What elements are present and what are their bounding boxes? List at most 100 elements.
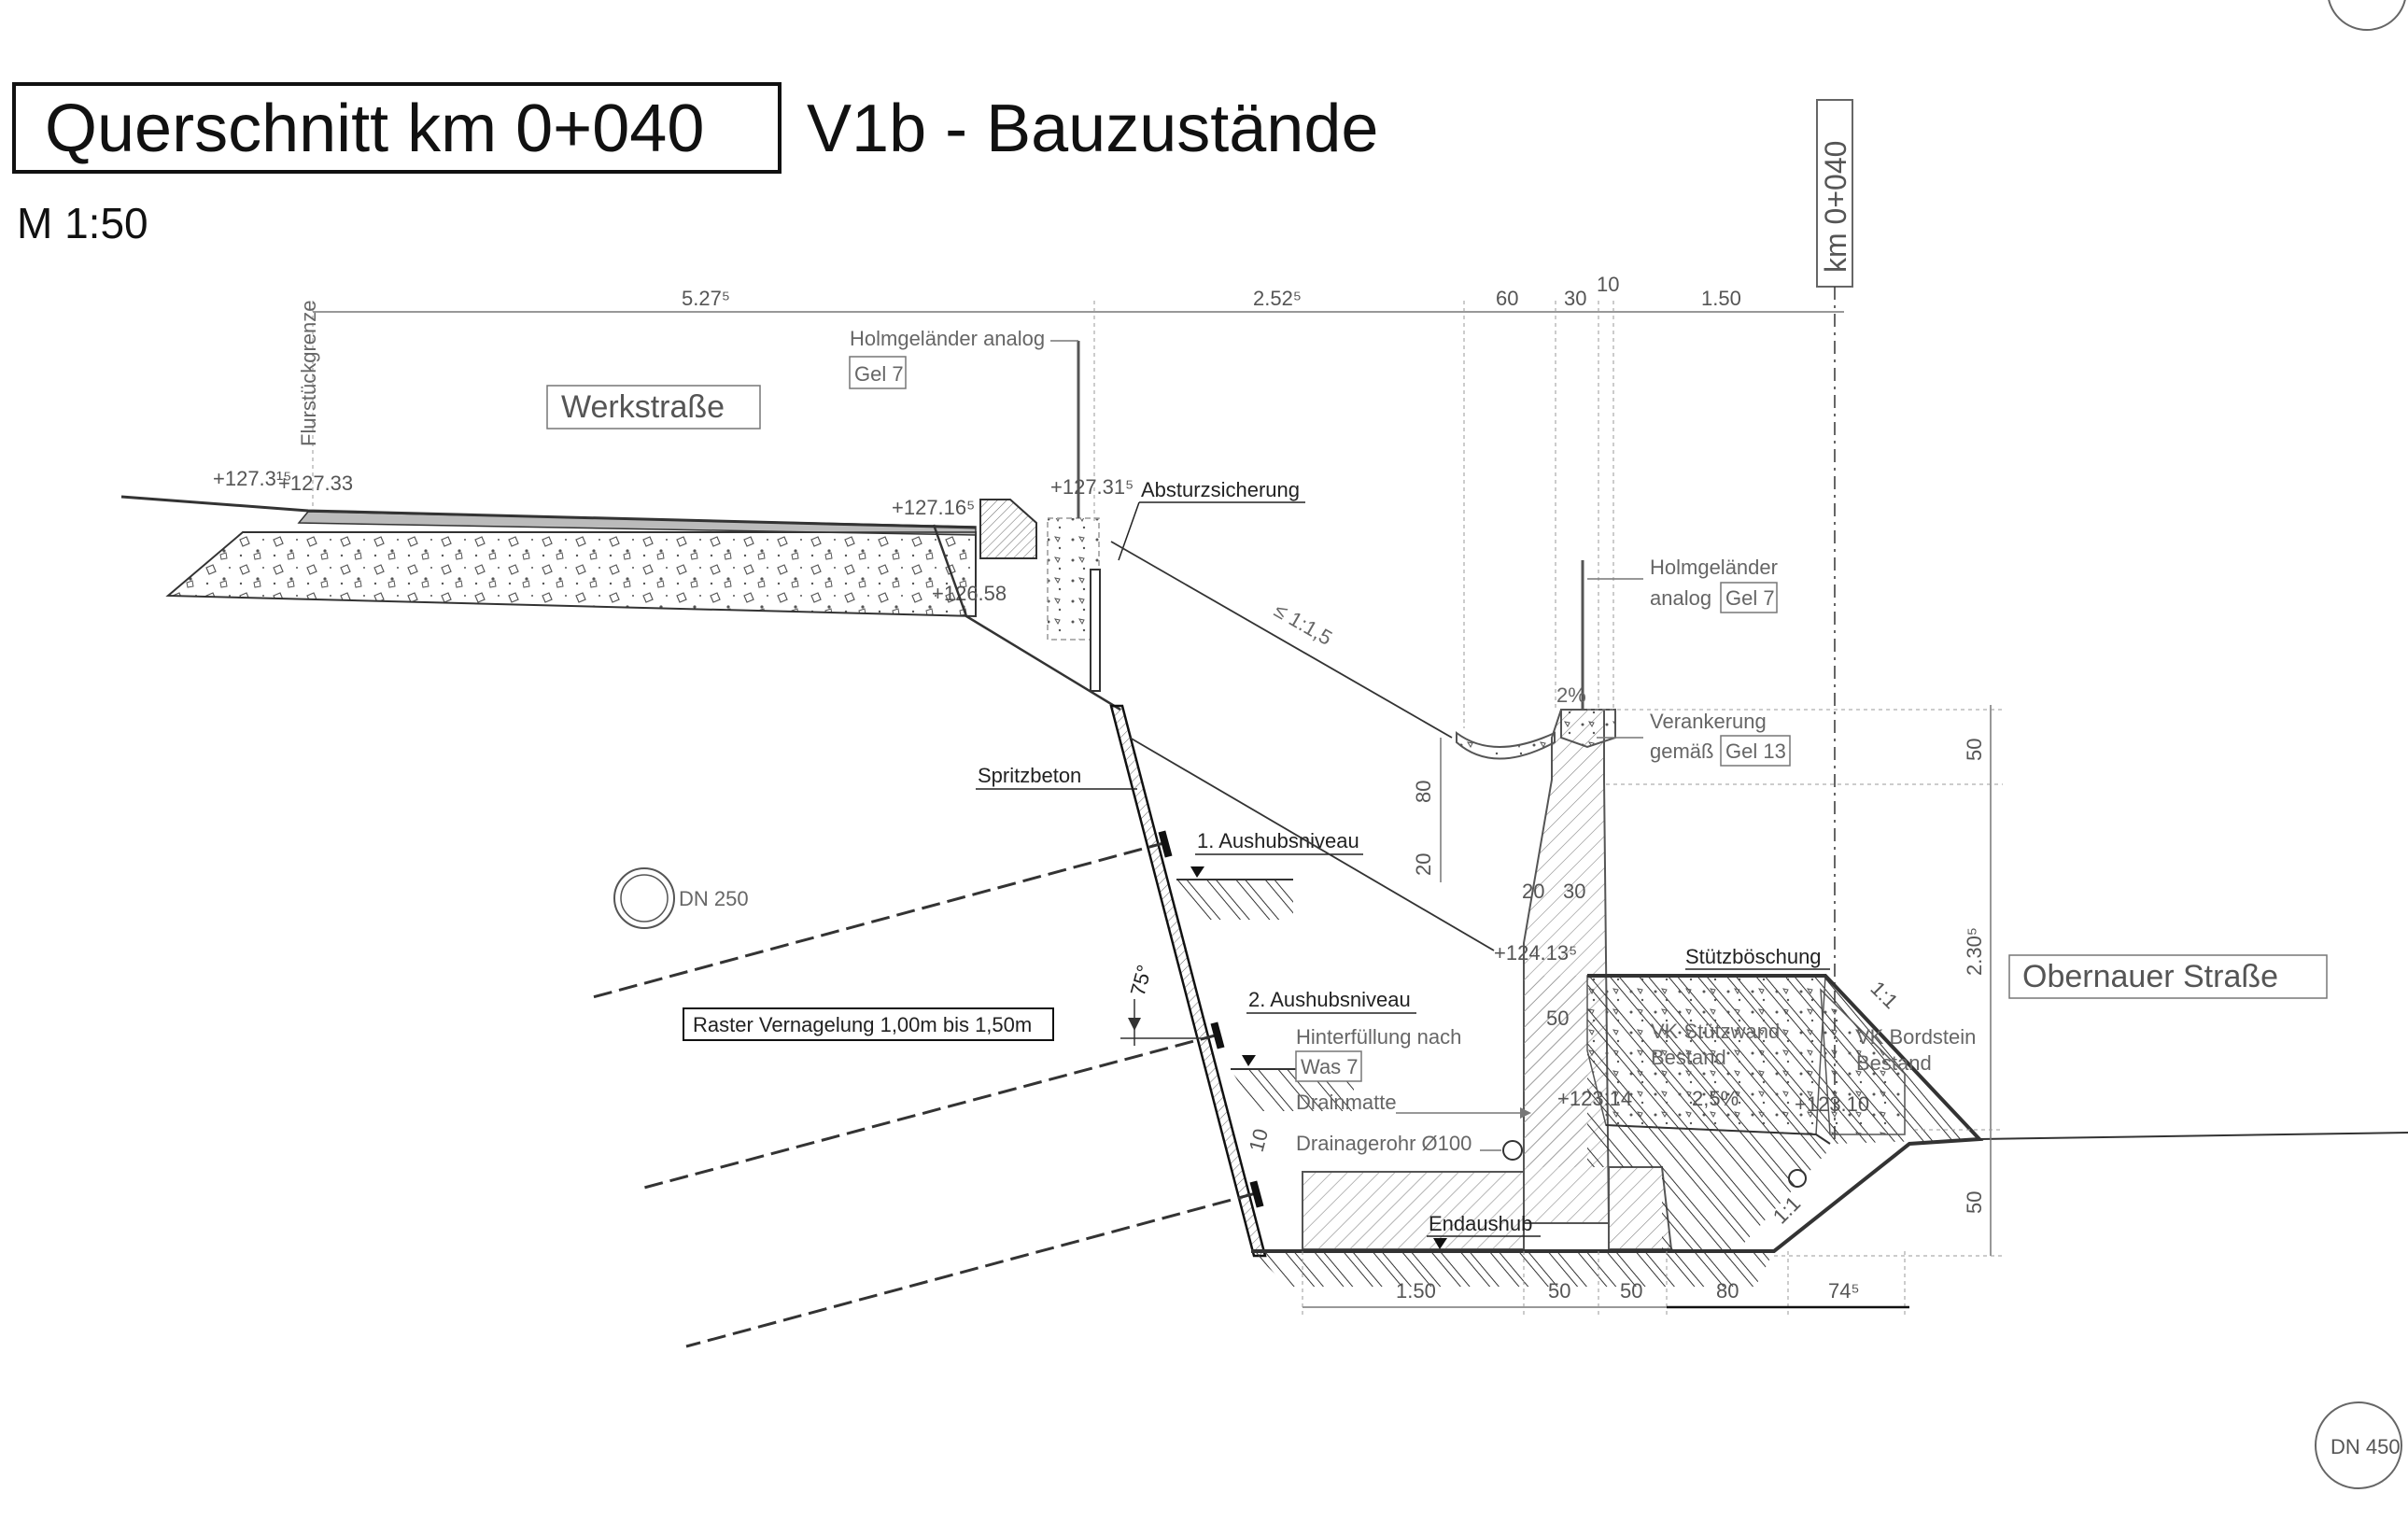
railing-left-ref-box	[849, 356, 907, 389]
retaining-wall-cap	[1560, 709, 1616, 749]
dim-right-1: 50	[1963, 739, 1986, 761]
drain-pipe-right	[1788, 1169, 1807, 1188]
dim-wall-20-vert: 20	[1412, 853, 1435, 876]
corner-circle	[2328, 0, 2406, 31]
soil-nail-3	[685, 1191, 1257, 1348]
pipe-dn450-label: DN 450	[2331, 1435, 2401, 1458]
slope-top-label: ≤ 1:1,5	[1271, 599, 1337, 650]
angle-label: 75°	[1126, 963, 1157, 999]
existing-curb-label-1: VK Bordstein	[1856, 1025, 1976, 1049]
cross-fall-2-label: 2,5%	[1692, 1087, 1739, 1110]
dim-bottom-3: 50	[1620, 1279, 1642, 1303]
dim-right-3: 50	[1963, 1191, 1986, 1214]
page-title: V1b - Bauzustände	[807, 92, 1378, 166]
dim-wall-30: 30	[1563, 880, 1585, 903]
title-box-text: Querschnitt km 0+040	[45, 92, 704, 166]
right-dimension-chain: 50 2.30⁵ 50	[1587, 705, 2003, 1257]
soil-nail-2	[643, 1033, 1219, 1190]
existing-terrain-left	[120, 495, 977, 529]
dim-top-2: 2.52⁵	[1253, 287, 1302, 310]
backfill-label: Hinterfüllung nach	[1296, 1025, 1461, 1049]
gutter	[1456, 731, 1556, 760]
backfill-ref-box	[1295, 1050, 1362, 1082]
obernauer-box	[2008, 954, 2328, 999]
dim-wall-80: 80	[1412, 781, 1435, 803]
nail-head-1	[1158, 830, 1173, 858]
fall-protection-leader	[1118, 501, 1140, 561]
dim-bottom-4: 80	[1716, 1279, 1739, 1303]
existing-curb-label-2: Bestand	[1856, 1051, 1932, 1075]
existing-terrain-right	[1979, 1132, 2408, 1140]
fall-protection-post	[1090, 569, 1101, 692]
werkstrasse-box	[546, 385, 761, 430]
existing-curb-body	[1820, 988, 1906, 1135]
existing-wall-label-2: Bestand	[1651, 1046, 1726, 1069]
nail-head-2	[1210, 1021, 1225, 1049]
support-slope-inner	[1605, 1124, 1831, 1145]
title-box-frame	[12, 82, 782, 174]
railing-right-ref: Gel 7	[1725, 586, 1775, 610]
railing-right-ref-box	[1720, 582, 1778, 613]
curb-block	[979, 499, 1037, 559]
nailing-label-box	[683, 1007, 1054, 1041]
bottom-ground-hatch	[1251, 1251, 1774, 1287]
anchor-ref: Gel 13	[1725, 739, 1786, 763]
dim-wall-50: 50	[1546, 1007, 1569, 1030]
elevation-126-58: +126.58	[932, 582, 1007, 605]
angle-marker	[1128, 1018, 1141, 1031]
drain-pipe-label: Drainagerohr Ø100	[1296, 1132, 1472, 1155]
excavation-level-1-ground	[1176, 880, 1293, 920]
soil-nail-1	[592, 840, 1168, 999]
pipe-dn450	[2315, 1401, 2402, 1489]
cross-fall-top: 2%	[1556, 683, 1586, 707]
shotcrete-label: Spritzbeton	[978, 764, 1081, 787]
anchor-ref-box	[1720, 735, 1791, 767]
pipe-dn250-inner	[620, 874, 669, 922]
dim-top-1: 5.27⁵	[682, 287, 730, 310]
railing-right-label-1: Holmgeländer	[1650, 556, 1778, 579]
bottom-dimension-chain: 1.50 50 50 80 74⁵	[1302, 1251, 1909, 1317]
existing-wall-label-1: VK Stützwand	[1651, 1020, 1780, 1043]
elevation-123-10: +123.10	[1795, 1092, 1869, 1116]
drain-mat-arrow	[1520, 1107, 1531, 1119]
railing-right-label-2: analog	[1650, 586, 1711, 610]
scale-label: M 1:50	[17, 199, 148, 247]
obernauer-label: Obernauer Straße	[2022, 959, 2278, 994]
property-boundary-label: Flurstückgrenze	[297, 300, 320, 446]
retaining-wall-heel	[1524, 976, 1587, 1167]
dim-top-3: 60	[1496, 287, 1518, 310]
road-base-gravel	[165, 531, 977, 618]
anchor-label-2: gemäß	[1650, 739, 1713, 763]
dim-right-2: 2.30⁵	[1963, 927, 1986, 976]
anchor-label-1: Verankerung	[1650, 710, 1767, 733]
dim-wall-10: 10	[1245, 1126, 1273, 1154]
final-excavation-marker	[1433, 1238, 1447, 1249]
dim-top-6: 1.50	[1701, 287, 1741, 310]
nail-head-3	[1249, 1180, 1264, 1208]
elevation-127-165: +127.16⁵	[892, 496, 975, 519]
elevation-127-315-b: +127.31⁵	[1050, 475, 1134, 499]
fall-protection-label: Absturzsicherung	[1141, 478, 1300, 501]
station-label: km 0+040	[1819, 141, 1852, 273]
excavation-level-1-marker	[1190, 866, 1204, 878]
design-slope-line	[1110, 541, 1453, 739]
design-slope-line-lower	[1129, 737, 1495, 951]
retaining-wall-footing-right	[1608, 1166, 1673, 1250]
backfill-ref: Was 7	[1301, 1055, 1359, 1078]
excavation-level-2-label: 2. Aushubsniveau	[1248, 988, 1411, 1011]
pipe-dn250-label: DN 250	[679, 887, 749, 910]
final-excavation-label: Endaushub	[1429, 1212, 1532, 1235]
excavation-level-2-marker	[1242, 1055, 1256, 1066]
dim-bottom-1: 1.50	[1396, 1279, 1436, 1303]
support-slope-label: Stützböschung	[1685, 945, 1822, 968]
railing-left-ref: Gel 7	[854, 362, 904, 386]
pipe-dn250-outer	[613, 867, 675, 929]
temporary-slope-line	[932, 524, 1121, 711]
dim-top-4: 30	[1564, 287, 1586, 310]
werkstrasse-label: Werkstraße	[561, 389, 725, 425]
dim-wall-20: 20	[1522, 880, 1544, 903]
slope-label-1: 1:1	[1866, 977, 1902, 1013]
excavation-level-1-label: 1. Aushubsniveau	[1197, 829, 1359, 852]
railing-left-label: Holmgeländer analog	[850, 327, 1045, 350]
